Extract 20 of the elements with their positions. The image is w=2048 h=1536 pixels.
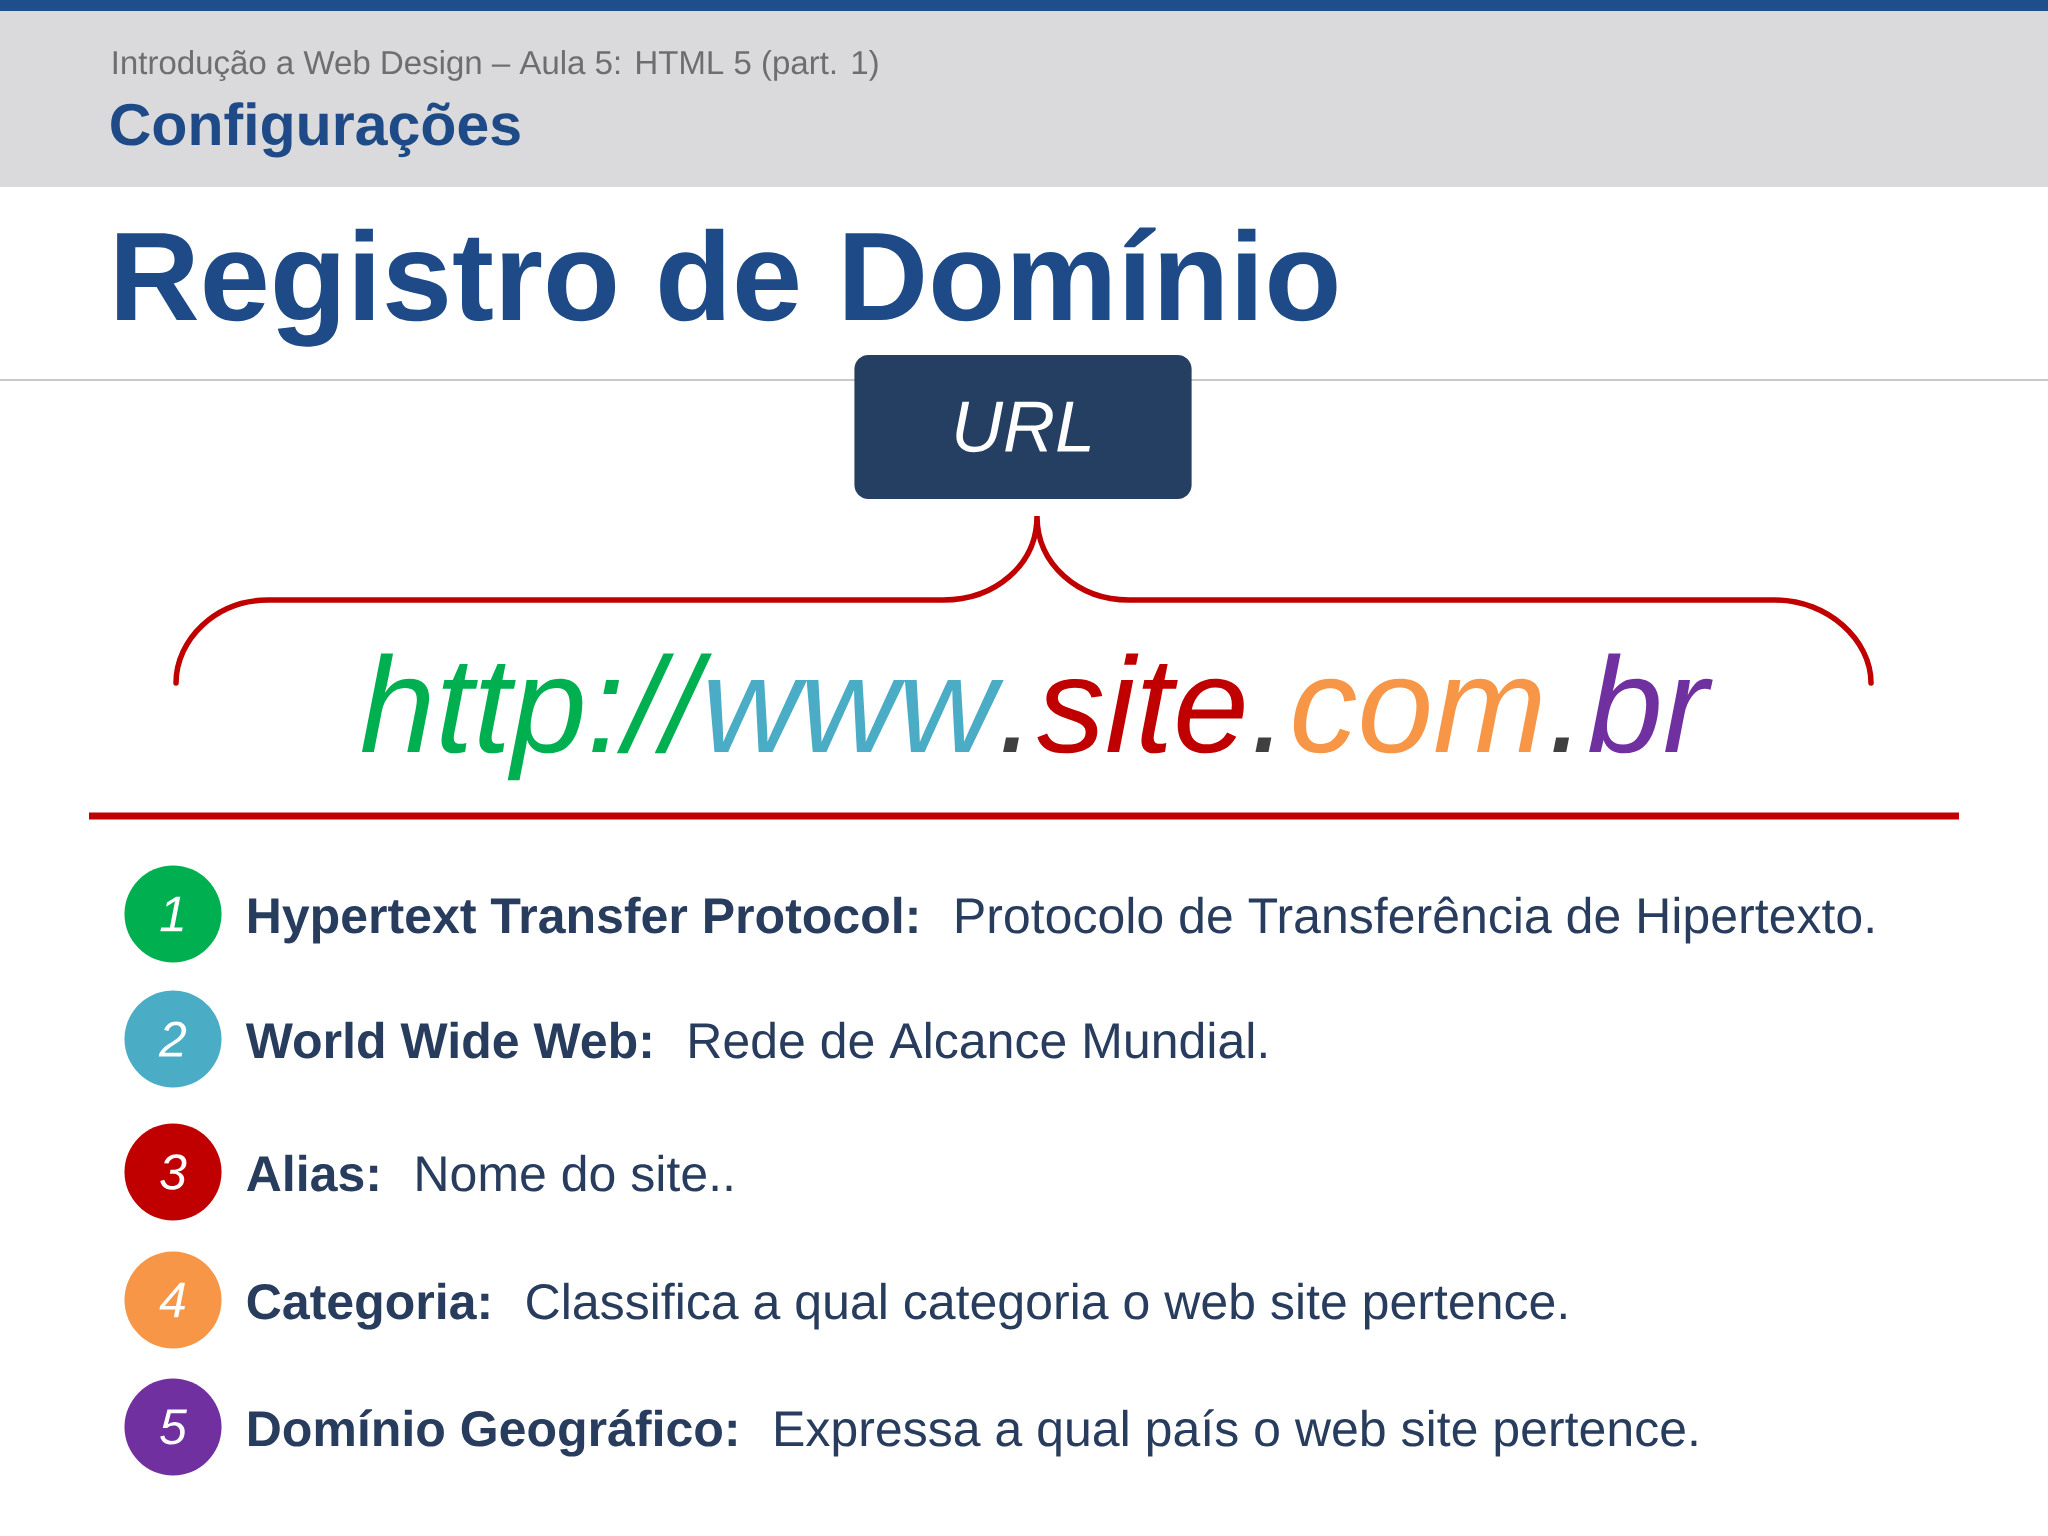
section-heading: Configurações	[111, 102, 520, 158]
term-label: Domínio Geográfico:	[249, 1409, 736, 1457]
term-label: Hypertext Transfer Protocol:	[249, 896, 917, 944]
definition-text: Rede de Alcance Mundial.	[690, 1021, 1266, 1059]
url-text: com	[1293, 678, 1541, 754]
url-text: .	[1553, 737, 1570, 752]
definition-text: Nome do site..	[417, 1154, 732, 1192]
term-label: Categoria:	[247, 1282, 489, 1330]
label-box: URL	[854, 354, 1192, 500]
term-label: Alias:	[247, 1154, 378, 1192]
definition-text: Classifica a qual categoria o web site pertence.	[527, 1282, 1566, 1330]
url-text: site	[1037, 653, 1244, 754]
definition-text: Protocolo de Transferência de Hipertexto.	[956, 896, 1873, 944]
subtitle: Introdução a Web Design – Aula 5: HTML 5 (part. 1)	[113, 50, 878, 81]
title: Registro de Domínio	[117, 227, 1337, 347]
url-text: .	[1255, 737, 1272, 752]
definition-text: Expressa a qual país o web site pertence.	[776, 1409, 1697, 1457]
url-text: br	[1589, 653, 1713, 754]
term-label: World Wide Web:	[245, 1021, 651, 1059]
url-text: .	[1003, 737, 1019, 752]
